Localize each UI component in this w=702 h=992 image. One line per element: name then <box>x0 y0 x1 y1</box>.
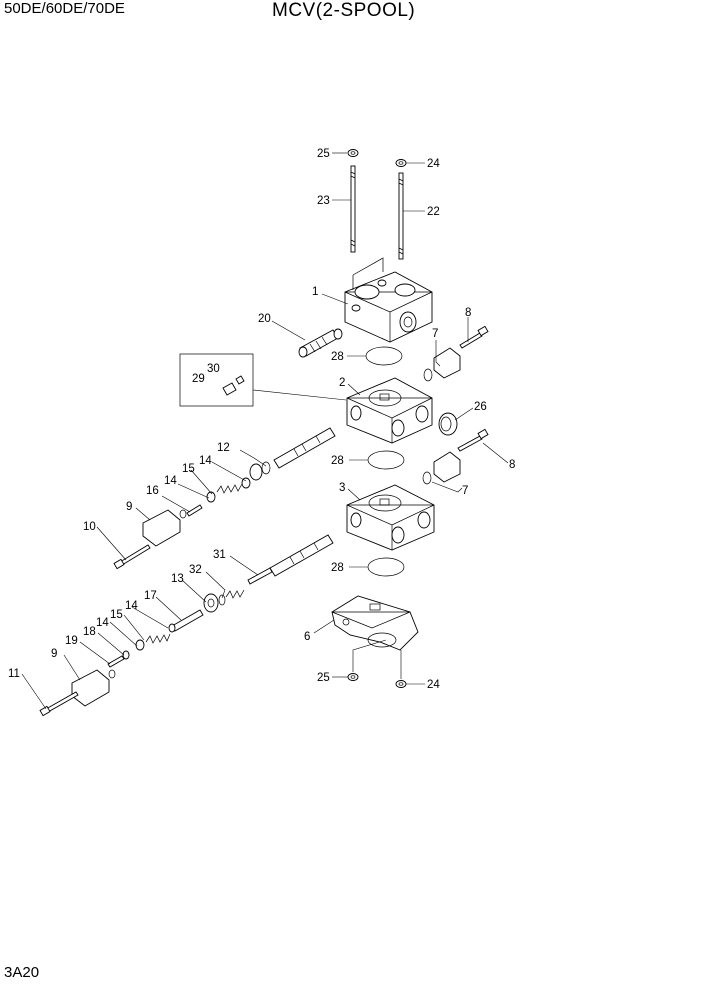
callout-14-d: 14 <box>96 617 109 629</box>
callout-12: 12 <box>217 442 230 454</box>
callout-28-middle: 28 <box>331 455 344 467</box>
callout-6: 6 <box>304 631 310 643</box>
callout-29: 29 <box>192 373 205 385</box>
cap-26 <box>438 412 458 436</box>
callout-8-middle: 8 <box>509 459 515 471</box>
callout-28-upper: 28 <box>331 351 344 363</box>
callout-20: 20 <box>258 313 271 325</box>
nut-25-top <box>347 149 359 157</box>
callout-18: 18 <box>83 626 96 638</box>
nut-25-bottom <box>347 673 359 681</box>
spring-15-lower <box>135 633 171 651</box>
adapter-7-upper <box>423 347 461 382</box>
callout-15-lower: 15 <box>110 609 123 621</box>
callout-24-bottom: 24 <box>427 679 440 691</box>
callout-14-b: 14 <box>164 475 177 487</box>
callout-31: 31 <box>213 549 226 561</box>
callout-19: 19 <box>65 635 78 647</box>
cover-9-upper <box>142 509 187 547</box>
callout-16: 16 <box>146 485 159 497</box>
callout-13: 13 <box>171 573 184 585</box>
o-ring-28-middle <box>367 450 405 470</box>
callout-22: 22 <box>427 206 440 218</box>
screw-10 <box>113 544 151 570</box>
callout-3: 3 <box>339 482 345 494</box>
o-ring-28-upper <box>365 346 403 366</box>
seal-12 <box>249 461 271 481</box>
callout-14-a: 14 <box>199 455 212 467</box>
leader-lines <box>21 152 509 710</box>
callout-9-lower: 9 <box>51 648 57 660</box>
callout-30: 30 <box>207 363 220 375</box>
end-cover-6 <box>331 595 419 651</box>
page-number: 3A20 <box>4 964 40 981</box>
detail-inset-box <box>179 353 347 407</box>
spool-31-extension <box>247 567 273 585</box>
seal-13 <box>203 593 219 613</box>
callout-15-upper: 15 <box>182 463 195 475</box>
callout-11: 11 <box>8 668 20 680</box>
callout-32: 32 <box>189 564 202 576</box>
callout-labels: 25 24 23 22 1 20 8 7 28 30 29 2 26 12 14… <box>8 148 515 691</box>
screw-11 <box>39 691 79 717</box>
bolt-16 <box>186 504 203 517</box>
cover-9-lower <box>71 669 116 707</box>
o-ring-28-lower <box>367 557 405 577</box>
inlet-section-1 <box>344 257 433 343</box>
bolt-19 <box>107 655 125 668</box>
callout-1: 1 <box>312 286 318 298</box>
tie-rod-23 <box>350 165 356 253</box>
washer-18 <box>122 650 130 660</box>
nut-24-bottom <box>395 680 407 688</box>
callout-2: 2 <box>339 377 345 389</box>
rod-17 <box>168 609 204 633</box>
bolt-8-middle <box>457 428 489 452</box>
spring-32 <box>218 589 245 606</box>
callout-14-c: 14 <box>125 600 138 612</box>
callout-23: 23 <box>317 195 330 207</box>
spool-section-2 <box>346 377 433 444</box>
callout-28-lower: 28 <box>331 562 344 574</box>
callout-26: 26 <box>474 401 487 413</box>
callout-10: 10 <box>83 521 96 533</box>
callout-7-middle: 7 <box>462 485 468 497</box>
callout-8-upper: 8 <box>465 307 471 319</box>
spool-section-3 <box>346 484 435 551</box>
callout-25-top: 25 <box>317 148 330 160</box>
callout-7-upper: 7 <box>432 328 438 340</box>
adapter-7-middle <box>422 451 461 485</box>
callout-9-upper: 9 <box>126 501 132 513</box>
callout-24-top: 24 <box>427 158 440 170</box>
spring-15-upper <box>206 477 251 503</box>
page-title: MCV(2-SPOOL) <box>272 0 416 21</box>
callout-25-bottom: 25 <box>317 672 330 684</box>
relief-valve-20 <box>298 328 343 358</box>
model-number: 50DE/60DE/70DE <box>4 0 125 17</box>
bolt-8-upper <box>459 325 489 349</box>
spool-upper <box>273 427 336 469</box>
nut-24-top <box>395 159 407 167</box>
tie-rod-22 <box>398 172 404 260</box>
callout-17: 17 <box>144 590 157 602</box>
spool-lower <box>269 534 334 577</box>
